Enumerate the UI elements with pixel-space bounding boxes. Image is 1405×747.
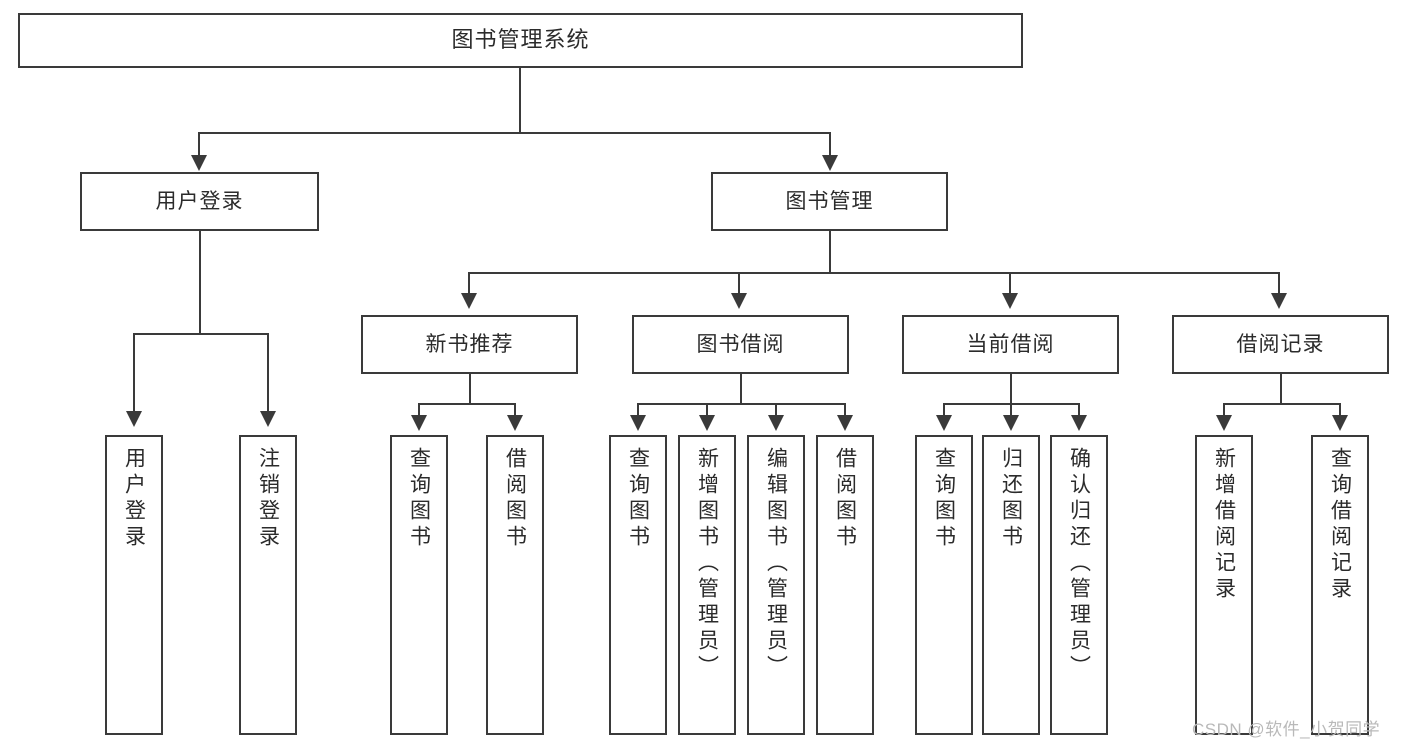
arrow-br-leaf-1 [1216, 415, 1232, 431]
arrow-bb-leaf-4 [837, 415, 853, 431]
edge-bb-drop-3 [775, 403, 777, 417]
edge-user-login-drop-1 [133, 333, 135, 413]
edge-nb-drop-2 [514, 403, 516, 417]
edge-root-to-user-login [198, 132, 200, 157]
leaf-borrow-record-query[interactable]: 查询借阅记录 [1311, 435, 1369, 735]
leaf-book-borrow-add[interactable]: 新增图书（管理员） [678, 435, 736, 735]
edge-current-borrow-stem [1010, 374, 1012, 404]
edge-book-borrow-bus [637, 403, 845, 405]
node-root-system[interactable]: 图书管理系统 [18, 13, 1023, 68]
edge-br-drop-2 [1339, 403, 1341, 417]
arrow-user-login-leaf-1 [126, 411, 142, 427]
edge-cb-drop-2 [1010, 403, 1012, 417]
edge-new-book-bus [418, 403, 516, 405]
arrow-cb-leaf-3 [1071, 415, 1087, 431]
arrow-user-login-leaf-2 [260, 411, 276, 427]
node-book-borrow[interactable]: 图书借阅 [632, 315, 849, 374]
leaf-current-borrow-return[interactable]: 归还图书 [982, 435, 1040, 735]
arrow-root-to-book-manage [822, 155, 838, 171]
edge-user-login-stem [199, 231, 201, 334]
edge-bb-drop-2 [706, 403, 708, 417]
edge-book-borrow-stem [740, 374, 742, 404]
leaf-new-book-borrow[interactable]: 借阅图书 [486, 435, 544, 735]
node-book-manage[interactable]: 图书管理 [711, 172, 948, 231]
edge-book-manage-bus [468, 272, 1279, 274]
leaf-book-borrow-borrow[interactable]: 借阅图书 [816, 435, 874, 735]
leaf-current-borrow-query[interactable]: 查询图书 [915, 435, 973, 735]
arrow-bb-leaf-1 [630, 415, 646, 431]
edge-br-drop-1 [1223, 403, 1225, 417]
leaf-book-borrow-edit[interactable]: 编辑图书（管理员） [747, 435, 805, 735]
node-current-borrow[interactable]: 当前借阅 [902, 315, 1119, 374]
edge-book-manage-stem [829, 231, 831, 273]
leaf-current-borrow-confirm[interactable]: 确认归还（管理员） [1050, 435, 1108, 735]
arrow-nb-leaf-1 [411, 415, 427, 431]
edge-bm-drop-3 [1009, 272, 1011, 295]
arrow-cb-leaf-1 [936, 415, 952, 431]
edge-bm-drop-4 [1278, 272, 1280, 295]
leaf-user-login-logout[interactable]: 注销登录 [239, 435, 297, 735]
edge-cb-drop-1 [943, 403, 945, 417]
leaf-borrow-record-add[interactable]: 新增借阅记录 [1195, 435, 1253, 735]
edge-cb-drop-3 [1078, 403, 1080, 417]
arrow-cb-leaf-2 [1003, 415, 1019, 431]
edge-borrow-record-stem [1280, 374, 1282, 404]
edge-bm-drop-2 [738, 272, 740, 295]
arrow-bm-to-borrow-record [1271, 293, 1287, 309]
arrow-bm-to-new-book [461, 293, 477, 309]
node-user-login[interactable]: 用户登录 [80, 172, 319, 231]
edge-user-login-bus [133, 333, 268, 335]
arrow-nb-leaf-2 [507, 415, 523, 431]
arrow-br-leaf-2 [1332, 415, 1348, 431]
edge-nb-drop-1 [418, 403, 420, 417]
arrow-bb-leaf-2 [699, 415, 715, 431]
arrow-root-to-user-login [191, 155, 207, 171]
edge-bb-drop-4 [844, 403, 846, 417]
csdn-watermark: CSDN @软件_小贺同学 [1192, 720, 1381, 739]
edge-borrow-record-bus [1223, 403, 1340, 405]
leaf-book-borrow-query[interactable]: 查询图书 [609, 435, 667, 735]
edge-root-to-book-manage [829, 132, 831, 157]
edge-user-login-drop-2 [267, 333, 269, 413]
edge-bb-drop-1 [637, 403, 639, 417]
edge-root-stem [519, 68, 521, 133]
edge-bm-drop-1 [468, 272, 470, 295]
edge-new-book-stem [469, 374, 471, 404]
arrow-bm-to-current-borrow [1002, 293, 1018, 309]
node-new-book-recommend[interactable]: 新书推荐 [361, 315, 578, 374]
leaf-new-book-query[interactable]: 查询图书 [390, 435, 448, 735]
leaf-user-login-login[interactable]: 用户登录 [105, 435, 163, 735]
node-borrow-record[interactable]: 借阅记录 [1172, 315, 1389, 374]
arrow-bb-leaf-3 [768, 415, 784, 431]
arrow-bm-to-book-borrow [731, 293, 747, 309]
edge-root-bus [198, 132, 831, 134]
